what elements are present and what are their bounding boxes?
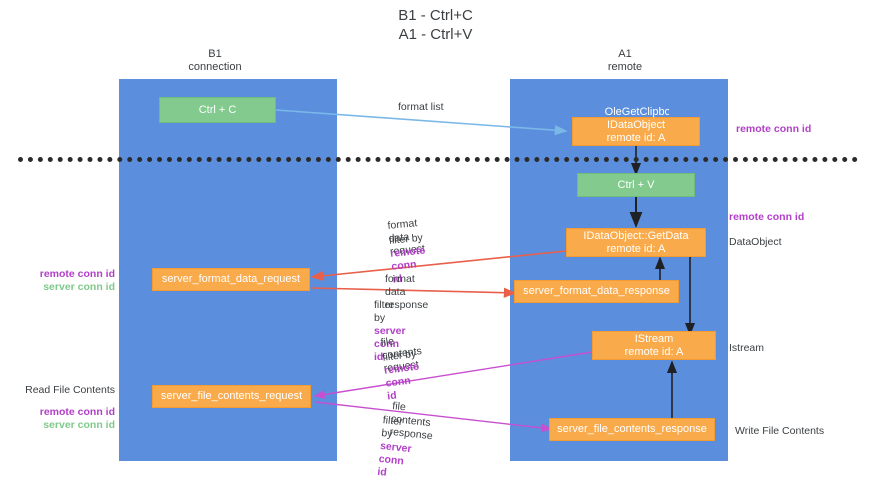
node-server-format-data-response[interactable]: server_format_data_response bbox=[514, 280, 679, 303]
edge-label-file-contents-response-filter: filter by server conn id bbox=[377, 401, 417, 482]
filter-key-remote-conn-id: remote conn id bbox=[383, 360, 420, 403]
filter-key-server-conn-id: server conn id bbox=[376, 439, 413, 479]
legend-bottom: Read File Contents remote conn id server… bbox=[0, 384, 115, 432]
side-label-istream: Istream bbox=[729, 342, 765, 354]
edge-label-format-data-response-filter: filter by server conn id bbox=[374, 286, 406, 364]
column-header-a1: A1 remote bbox=[607, 48, 643, 73]
node-ctrl-c[interactable]: Ctrl + C bbox=[159, 97, 276, 123]
node-istream[interactable]: IStream remote id: A bbox=[592, 331, 716, 360]
node-server-file-contents-request[interactable]: server_file_contents_request bbox=[152, 385, 311, 408]
filter-prefix: filter by bbox=[374, 299, 394, 324]
filter-prefix: filter by bbox=[380, 414, 404, 441]
node-ole-get-clipboard-text: IDataObject remote id: A bbox=[606, 118, 666, 144]
legend-bottom-title: Read File Contents bbox=[25, 384, 115, 396]
diagram-canvas: B1 - Ctrl+C A1 - Ctrl+V B1 connection A1… bbox=[0, 7, 858, 479]
node-server-file-contents-response[interactable]: server_file_contents_response bbox=[549, 418, 715, 441]
side-label-data-object: DataObject bbox=[729, 236, 782, 248]
section-divider bbox=[18, 157, 858, 162]
diagram-title: B1 - Ctrl+C A1 - Ctrl+V bbox=[398, 7, 473, 43]
legend-bottom-remote: remote conn id bbox=[39, 406, 115, 418]
side-label-remote-conn-id-top: remote conn id bbox=[736, 123, 812, 135]
side-label-write-file-contents: Write File Contents bbox=[735, 425, 825, 437]
legend-mid: remote conn id server conn id bbox=[0, 268, 115, 294]
node-get-data[interactable]: IDataObject::GetData remote id: A bbox=[566, 228, 706, 257]
node-ole-get-clipboard-overlay: OleGetClipboard bbox=[604, 105, 669, 118]
column-header-b1: B1 connection bbox=[188, 48, 242, 73]
filter-key-server-conn-id: server conn id bbox=[374, 325, 406, 363]
node-server-format-data-request[interactable]: server_format_data_request bbox=[152, 268, 310, 291]
edge-label-format-list: format list bbox=[398, 101, 444, 113]
legend-bottom-server: server conn id bbox=[43, 419, 115, 431]
edge-label-format-data-response: format data response bbox=[385, 273, 429, 311]
node-ctrl-v[interactable]: Ctrl + V bbox=[577, 173, 695, 197]
legend-mid-server: server conn id bbox=[43, 281, 115, 293]
node-ole-get-clipboard[interactable]: IDataObject remote id: A OleGetClipboard bbox=[572, 106, 700, 146]
legend-mid-remote: remote conn id bbox=[39, 268, 115, 280]
side-label-remote-conn-id-mid: remote conn id bbox=[729, 211, 805, 223]
